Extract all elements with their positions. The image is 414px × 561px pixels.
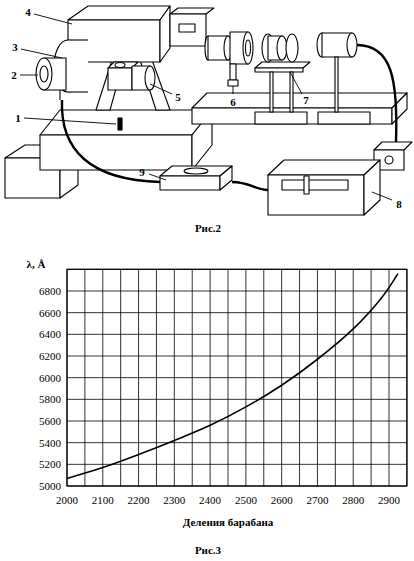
axis-title: Деления барабана xyxy=(183,516,273,528)
tick-label: 6000 xyxy=(39,372,61,384)
tick-label: 2800 xyxy=(342,494,364,506)
grid-line xyxy=(67,377,407,378)
chart-frame xyxy=(67,269,407,486)
figure-caption: Рис.3 xyxy=(195,544,221,556)
callout-number: 5 xyxy=(175,91,181,103)
calibration-curve xyxy=(67,274,398,479)
callout-number: 9 xyxy=(139,166,145,178)
tick-label: 6400 xyxy=(39,328,61,340)
callout-number: 8 xyxy=(396,198,402,210)
tick-label: 6200 xyxy=(39,350,61,362)
callout-number: 3 xyxy=(12,41,18,53)
callout-number: 4 xyxy=(25,6,31,18)
grid-line xyxy=(67,464,407,465)
tick-label: 2400 xyxy=(199,494,221,506)
grid-line xyxy=(67,421,407,422)
tick-label: 2600 xyxy=(271,494,293,506)
monochromator-apparatus xyxy=(5,6,412,215)
grid-line xyxy=(67,442,407,443)
tick-label: 2300 xyxy=(163,494,185,506)
leader-lines xyxy=(20,14,392,200)
grid-line xyxy=(67,291,407,292)
tick-label: 2500 xyxy=(235,494,257,506)
tick-label: 5200 xyxy=(39,458,61,470)
tick-label: 2000 xyxy=(56,494,78,506)
grid-line xyxy=(67,334,407,335)
grid-line xyxy=(67,312,407,313)
figure-caption: Рис.2 xyxy=(195,222,221,234)
tick-label: 2200 xyxy=(128,494,150,506)
tick-label: 5800 xyxy=(39,393,61,405)
tick-label: 5000 xyxy=(39,480,61,492)
grid-line xyxy=(67,356,407,357)
chart-grid xyxy=(67,269,407,486)
cables xyxy=(62,45,396,190)
tick-label: 5600 xyxy=(39,415,61,427)
callout-number: 6 xyxy=(230,96,236,108)
tick-label: 2700 xyxy=(306,494,328,506)
axis-title: λ, Å xyxy=(27,258,46,270)
grid-line xyxy=(67,399,407,400)
callout-number: 1 xyxy=(15,112,21,124)
tick-label: 6600 xyxy=(39,307,61,319)
tick-label: 6800 xyxy=(39,285,61,297)
callout-number: 7 xyxy=(303,94,309,106)
switch xyxy=(118,118,122,130)
tick-label: 2900 xyxy=(378,494,400,506)
callout-number: 2 xyxy=(11,69,17,81)
tick-label: 2100 xyxy=(92,494,114,506)
tick-label: 5400 xyxy=(39,437,61,449)
